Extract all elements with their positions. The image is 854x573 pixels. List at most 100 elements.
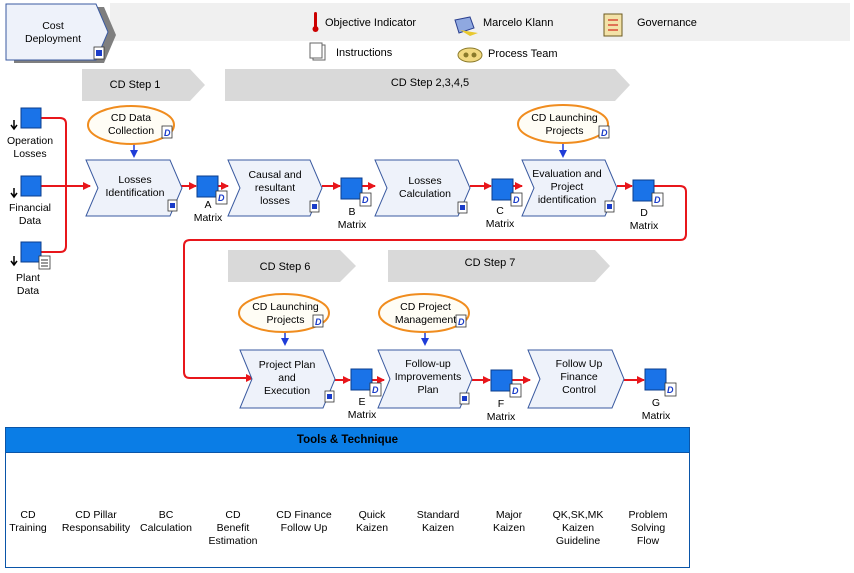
process-losses-identification[interactable] [85, 159, 183, 217]
doc-icon[interactable]: D [510, 192, 523, 207]
step-band-6 [228, 250, 356, 282]
matrix-a-box[interactable] [196, 175, 219, 198]
process-losses-calculation[interactable] [374, 159, 471, 217]
tool-label-line: Responsability [61, 522, 131, 534]
tool-label-line: Calculation [140, 522, 192, 534]
input-label-line: Data [18, 215, 42, 227]
process-label-line: Finance [560, 371, 598, 383]
svg-text:D: D [362, 195, 369, 205]
process-project-plan[interactable] [239, 349, 336, 409]
doc-icon[interactable] [167, 199, 178, 212]
matrix-word: Matrix [629, 220, 659, 232]
doc-icon[interactable] [309, 200, 320, 213]
oval-label-line: Collection [107, 125, 155, 137]
input-label-line: Losses [13, 148, 47, 160]
doc-icon[interactable]: D [312, 314, 324, 328]
matrix-letter: B [348, 206, 356, 218]
process-causal-losses[interactable] [227, 159, 323, 217]
doc-icon[interactable]: D [215, 190, 228, 205]
doc-icon[interactable] [324, 390, 335, 403]
doc-icon[interactable] [604, 200, 615, 213]
tool-label-line: BC [158, 509, 174, 521]
process-label-line: Plan [417, 384, 439, 396]
input-operation-losses-box[interactable] [20, 107, 42, 129]
tool-label-line: Benefit [216, 522, 250, 534]
step-band-1 [82, 69, 205, 101]
doc-icon[interactable]: D [359, 192, 372, 207]
input-plant-data-box[interactable] [20, 241, 42, 263]
process-label-line: Calculation [399, 188, 451, 200]
oval-label-line: CD Data [110, 112, 152, 124]
svg-text:D: D [513, 195, 520, 205]
oval-label-line: Management [394, 314, 457, 326]
input-financial-data-box[interactable] [20, 175, 42, 197]
oval-cd-data-collection[interactable] [87, 105, 175, 145]
input-arrow-icon [10, 188, 18, 199]
doc-icon[interactable]: D [369, 382, 382, 397]
oval-label-line: Projects [266, 314, 305, 326]
process-followup-improvements[interactable] [377, 349, 473, 409]
doc-icon[interactable] [459, 392, 470, 405]
doc-icon[interactable]: D [651, 192, 664, 207]
process-label-line: and [278, 372, 296, 384]
matrix-g-box[interactable] [644, 368, 667, 391]
process-team-icon [457, 47, 483, 63]
svg-text:D: D [315, 317, 322, 327]
doc-icon[interactable]: D [509, 383, 522, 398]
header-title-line2: Deployment [24, 33, 82, 45]
header-title[interactable]: Cost Deployment [20, 20, 86, 46]
matrix-f-box[interactable] [490, 369, 513, 392]
doc-icon[interactable]: D [598, 125, 610, 139]
matrix-e-box[interactable] [350, 368, 373, 391]
legend-instructions: Instructions [336, 47, 393, 59]
oval-cd-launching-projects-2[interactable] [238, 293, 330, 333]
process-label-line: Follow-up [405, 358, 451, 370]
oval-label-line: CD Project [400, 301, 451, 313]
doc-icon[interactable] [93, 46, 105, 60]
oval-cd-project-management[interactable] [378, 293, 470, 333]
step-label-1: CD Step 1 [109, 79, 161, 91]
tool-label-line: Quick [358, 509, 386, 521]
process-followup-finance[interactable] [527, 349, 625, 409]
tool-label-line: Follow Up [280, 522, 328, 534]
doc-icon[interactable]: D [664, 382, 677, 397]
tool-label-line: Guideline [555, 535, 601, 547]
svg-text:D: D [372, 385, 379, 395]
matrix-letter: G [651, 397, 661, 409]
process-label-line: Control [562, 384, 596, 396]
doc-icon[interactable]: D [161, 125, 173, 139]
header-title-line1: Cost [42, 20, 64, 32]
matrix-b-box[interactable] [340, 177, 363, 200]
matrix-word: Matrix [485, 218, 515, 230]
oval-cd-launching-projects-1[interactable] [517, 104, 609, 144]
matrix-d-box[interactable] [632, 179, 655, 202]
tool-label-line: Kaizen [561, 522, 595, 534]
matrix-letter: A [204, 199, 212, 211]
thermometer-icon [312, 12, 319, 32]
doc-icon[interactable] [38, 255, 51, 270]
svg-text:D: D [512, 386, 519, 396]
process-evaluation[interactable] [521, 159, 618, 217]
doc-icon[interactable] [457, 201, 468, 214]
step-label-6: CD Step 6 [259, 261, 311, 273]
doc-icon[interactable]: D [455, 314, 467, 328]
matrix-c-box[interactable] [491, 178, 514, 201]
svg-text:D: D [458, 317, 465, 327]
header-chevron [5, 3, 109, 61]
tool-label-line: Solving [630, 522, 666, 534]
tools-header: Tools & Technique [5, 427, 690, 453]
